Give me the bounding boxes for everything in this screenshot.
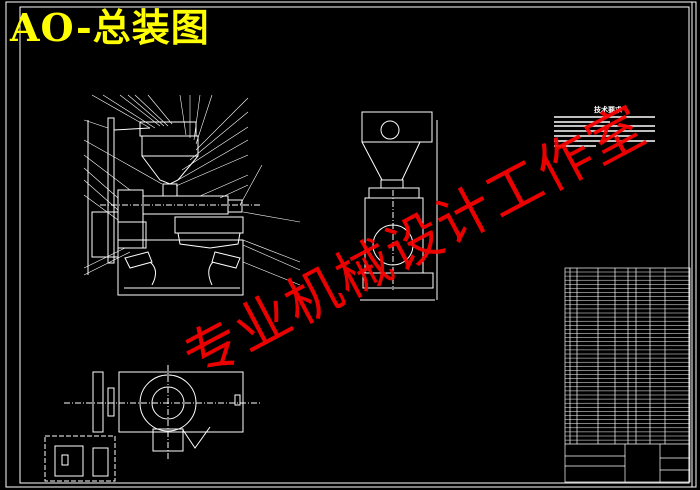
front-section-view: [87, 117, 260, 296]
top-view: [44, 365, 262, 482]
inner-frame: [19, 6, 690, 484]
drawing-title: AO-总装图: [10, 5, 210, 50]
technical-notes: [554, 116, 655, 147]
parts-list: [564, 267, 691, 483]
outer-border: [5, 1, 697, 488]
technical-notes-title: 技术要求: [594, 106, 622, 114]
side-view: [360, 111, 438, 301]
leader-lines: [83, 94, 301, 286]
parts-list-rows: [565, 271, 690, 441]
